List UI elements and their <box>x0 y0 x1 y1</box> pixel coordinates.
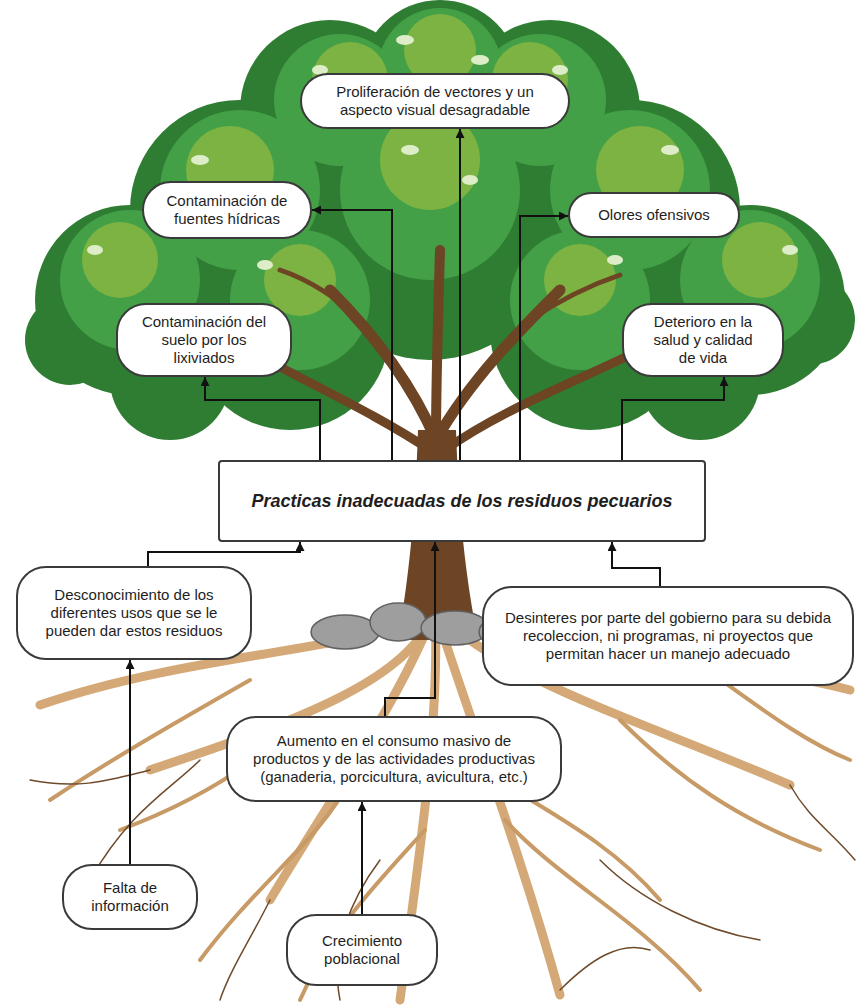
branches-shape <box>280 270 360 320</box>
effect-box: Contaminación del suelo por los lixiviad… <box>116 303 292 377</box>
effect-box: Contaminación de fuentes hídricas <box>142 181 312 239</box>
fine-roots-shape <box>220 900 270 1000</box>
node-text: Contaminación del suelo por los lixiviad… <box>138 313 270 367</box>
leaf-highlights-shape <box>462 175 478 185</box>
branches-shape <box>445 350 640 450</box>
fine-roots-shape <box>30 770 150 784</box>
node-text: Practicas inadecuadas de los residuos pe… <box>251 490 672 512</box>
leaf-highlights-shape <box>661 145 679 155</box>
root-cause-box: Falta de información <box>62 864 198 930</box>
connector-arrow <box>361 802 363 914</box>
branches-shape <box>436 250 440 440</box>
effect-box: Proliferación de vectores y un aspecto v… <box>300 73 570 129</box>
effect-box: Olores ofensivos <box>568 192 740 238</box>
branches <box>250 250 640 450</box>
node-text: Aumento en el consumo masivo de producto… <box>248 732 540 786</box>
canopy-light-shape <box>82 222 158 298</box>
node-text: Desinteres por parte del gobierno para s… <box>504 609 832 663</box>
secondary-roots-shape <box>50 680 250 800</box>
cause-box: Desinteres por parte del gobierno para s… <box>482 586 854 686</box>
connector-arrow <box>385 542 435 716</box>
leaf-highlights-shape <box>401 145 419 155</box>
leaf-highlights-shape <box>87 245 103 255</box>
effect-box: Deterioro en la salud y calidad de vida <box>622 303 784 377</box>
cause-box: Desconocimiento de los diferentes usos q… <box>16 566 252 660</box>
node-text: Olores ofensivos <box>598 206 710 224</box>
connector-arrow <box>520 216 568 460</box>
node-text: Proliferación de vectores y un aspecto v… <box>322 83 548 119</box>
trunk-and-branches <box>250 250 640 640</box>
rocks-shape <box>311 615 379 649</box>
leaf-highlights-shape <box>552 65 568 75</box>
connector-arrow <box>129 660 131 864</box>
leaf-highlights-shape <box>191 155 209 165</box>
leaf-highlights-shape <box>607 255 623 265</box>
branches-shape <box>530 275 620 320</box>
node-text: Falta de información <box>84 879 176 915</box>
connector-arrow <box>312 210 392 460</box>
canopy-light-shape <box>722 222 798 298</box>
connector-arrow <box>205 377 320 460</box>
node-text: Crecimiento poblacional <box>308 932 416 968</box>
connector-arrow <box>612 542 660 586</box>
connector-arrow <box>148 542 300 566</box>
root-cause-box: Crecimiento poblacional <box>286 914 438 986</box>
rocks-shape <box>370 603 426 641</box>
cause-box: Aumento en el consumo masivo de producto… <box>226 716 562 802</box>
secondary-roots <box>50 665 850 1000</box>
leaf-highlights-shape <box>471 55 489 65</box>
fine-roots-shape <box>90 760 200 880</box>
fine-roots-shape <box>560 947 650 990</box>
node-text: Deterioro en la salud y calidad de vida <box>644 313 762 367</box>
canopy <box>25 0 855 440</box>
leaf-highlights-shape <box>782 245 798 255</box>
leaf-highlights-shape <box>396 35 414 45</box>
node-text: Desconocimiento de los diferentes usos q… <box>38 586 230 640</box>
canopy-dark <box>25 0 855 440</box>
connector-arrow <box>459 129 461 460</box>
rocks-shape <box>421 611 489 645</box>
fine-roots-shape <box>600 860 760 940</box>
leaf-highlights <box>87 35 798 270</box>
node-text: Contaminación de fuentes hídricas <box>164 192 290 228</box>
problem-box: Practicas inadecuadas de los residuos pe… <box>218 460 706 542</box>
fine-roots-shape <box>790 785 855 860</box>
leaf-highlights-shape <box>257 260 273 270</box>
connector-arrow <box>622 377 724 460</box>
